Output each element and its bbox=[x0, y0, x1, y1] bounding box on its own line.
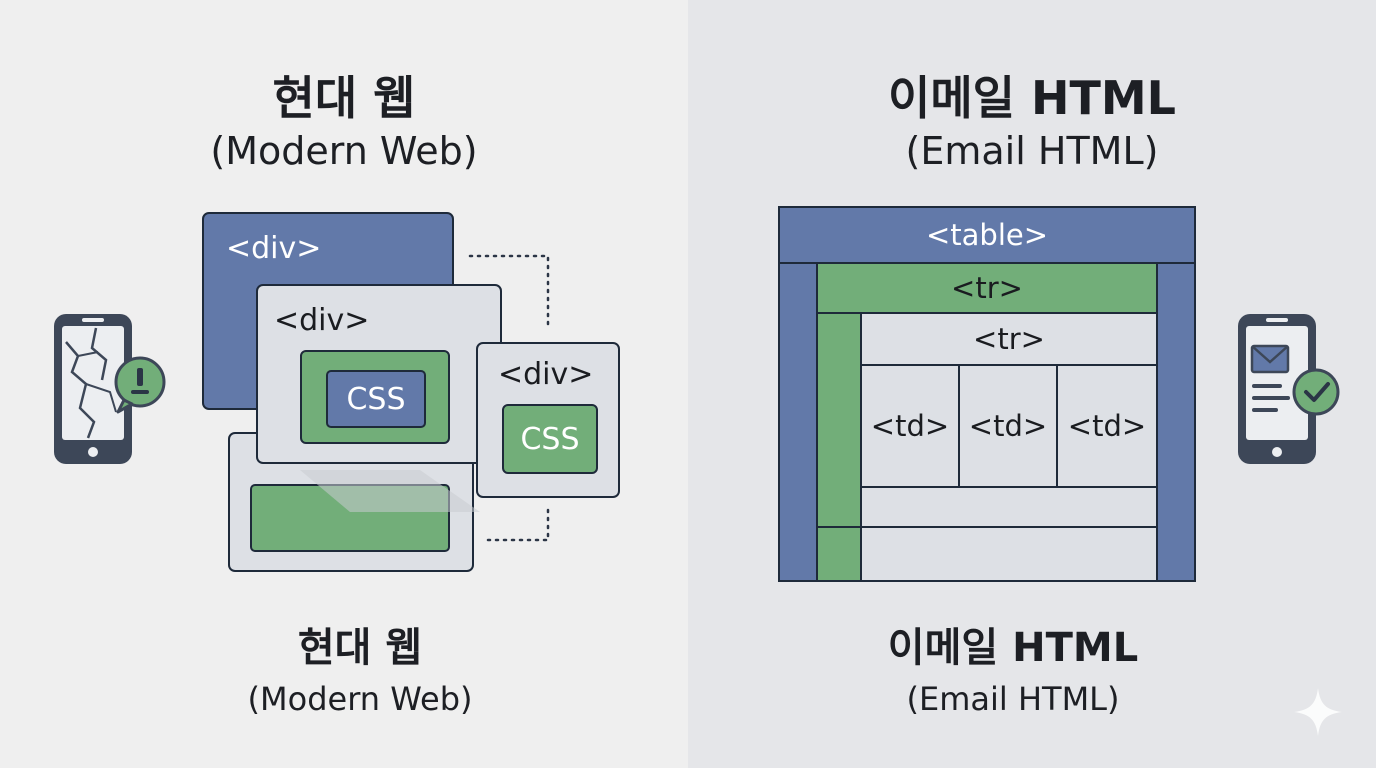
outer-div-label: <div> bbox=[226, 231, 322, 266]
row3-cell bbox=[860, 486, 1158, 528]
modern-web-caption-title: 현대 웹 bbox=[297, 625, 423, 671]
email-html-panel: 이메일 HTML (Email HTML) <table> <tr> <tr> … bbox=[688, 0, 1376, 768]
email-html-caption-title: 이메일 HTML bbox=[887, 625, 1139, 671]
warning-badge-icon bbox=[114, 356, 166, 414]
row4-cell bbox=[860, 526, 1158, 582]
td-cell-1: <td> bbox=[860, 364, 960, 488]
css-right-label: CSS bbox=[520, 421, 580, 457]
modern-web-title: 현대 웹 bbox=[272, 71, 416, 125]
td-cell-2: <td> bbox=[958, 364, 1058, 488]
middle-div-box: <div> CSS bbox=[256, 284, 502, 464]
email-html-title: 이메일 HTML bbox=[888, 71, 1176, 125]
dotted-connectors bbox=[468, 254, 550, 542]
bottom-green-cell bbox=[816, 526, 862, 582]
modern-web-subtitle: (Modern Web) bbox=[210, 129, 478, 173]
css-inner-label: CSS bbox=[346, 381, 406, 417]
right-div-box: <div> CSS bbox=[476, 342, 620, 498]
broken-phone-icon bbox=[54, 314, 166, 464]
right-div-label: <div> bbox=[498, 357, 594, 392]
check-badge-icon bbox=[1292, 368, 1340, 416]
css-right-box: CSS bbox=[502, 404, 598, 474]
td-cell-3: <td> bbox=[1056, 364, 1158, 488]
email-table-diagram: <table> <tr> <tr> <td> <td> <td> bbox=[778, 206, 1196, 582]
row2-cell: <tr> bbox=[860, 312, 1158, 366]
middle-green-box: CSS bbox=[300, 350, 450, 444]
css-inner-box: CSS bbox=[326, 370, 426, 428]
modern-web-caption-subtitle: (Modern Web) bbox=[247, 680, 473, 718]
row1-cell: <tr> bbox=[816, 262, 1158, 314]
email-html-subtitle: (Email HTML) bbox=[905, 129, 1159, 173]
middle-div-label: <div> bbox=[274, 303, 370, 338]
modern-web-panel: 현대 웹 (Modern Web) <div> <div> CSS <div> … bbox=[0, 0, 688, 768]
email-html-caption-subtitle: (Email HTML) bbox=[906, 680, 1120, 718]
layer-shadow bbox=[300, 470, 480, 512]
sparkle-icon bbox=[1294, 688, 1342, 736]
phone-email-icon bbox=[1238, 314, 1340, 464]
table-header-cell: <table> bbox=[778, 206, 1196, 264]
